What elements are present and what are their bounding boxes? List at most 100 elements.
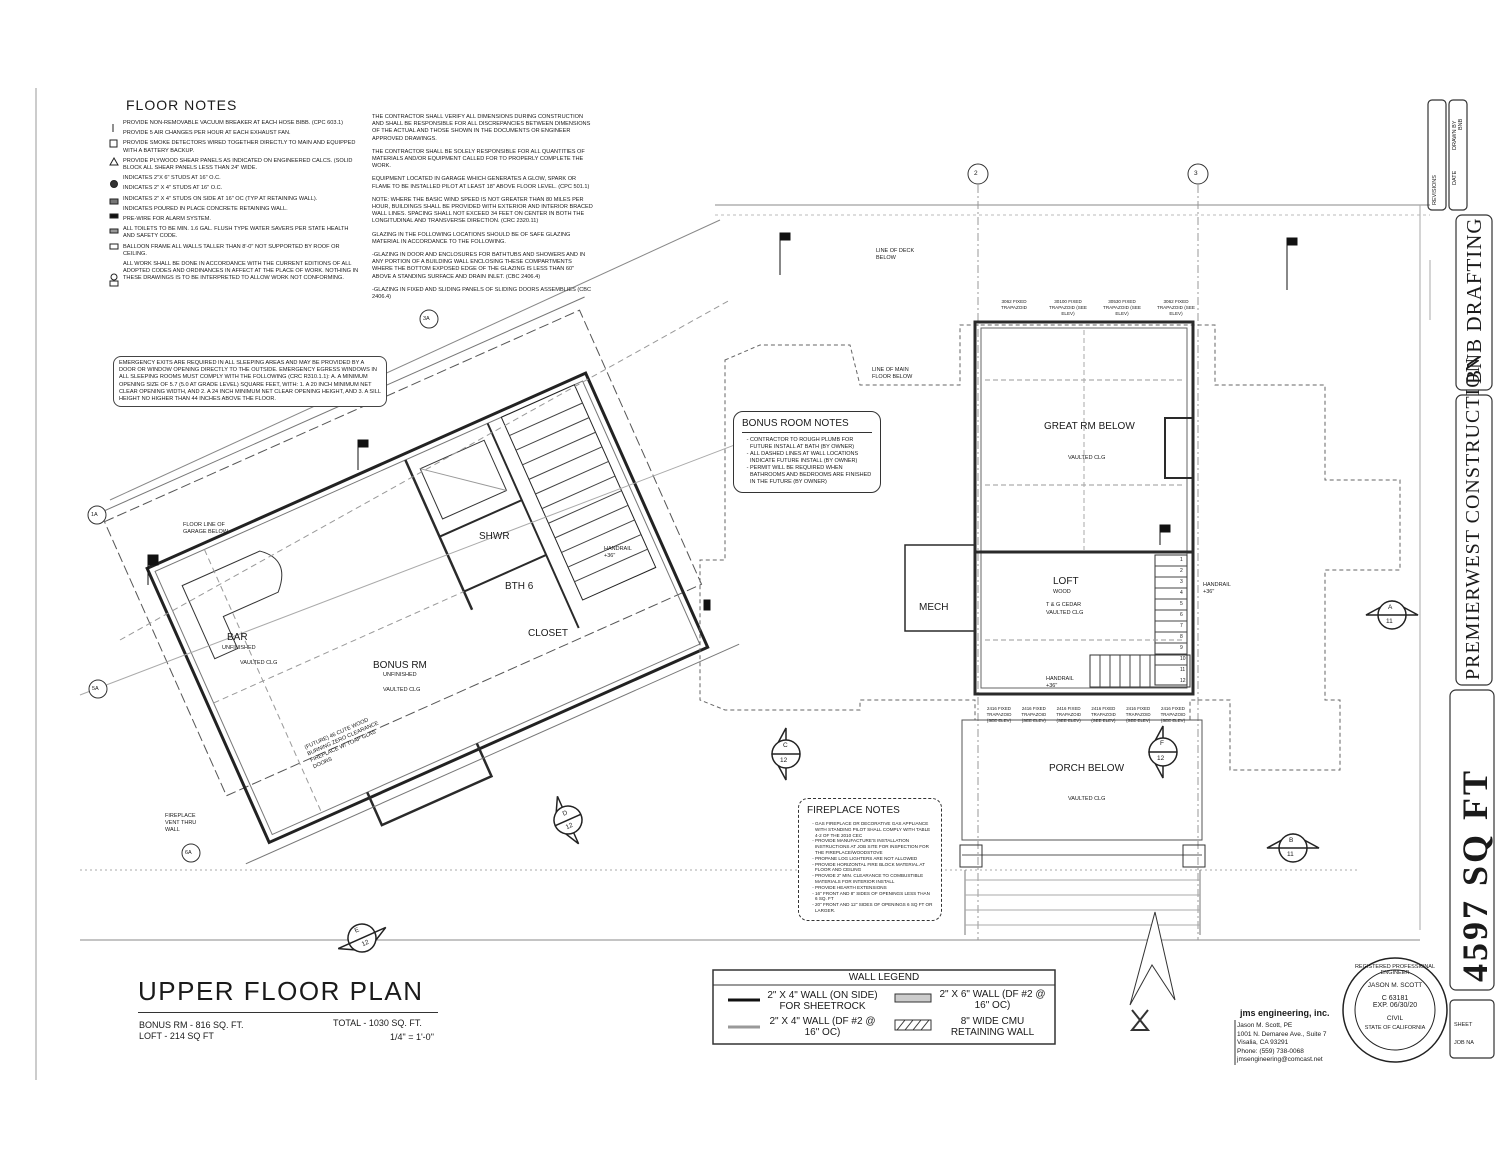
window-callout: 2416 FIXED TRAPAZOID (SEE ELEV) — [1021, 706, 1047, 723]
general-note: THE CONTRACTOR SHALL VERIFY ALL DIMENSIO… — [372, 114, 591, 142]
room-label-closet: CLOSET — [528, 628, 569, 639]
room-clg-bar: VAULTED CLG — [240, 660, 278, 666]
fireplace-note: PROVIDE 2" MIN. CLEARANCE TO COMBUSTIBLE… — [815, 873, 933, 885]
floor-note: PROVIDE NON-REMOVABLE VACUUM BREAKER AT … — [123, 120, 343, 126]
grid-bubble-label: 3 — [1194, 170, 1198, 177]
engineer-name: Jason M. Scott, PE — [1237, 1022, 1293, 1029]
floor-note: BALLOON FRAME ALL WALLS TALLER THAN 8'-0… — [123, 243, 340, 257]
fireplace-note: 20" FRONT AND 12" SIDES OF OPENINGS 6 SQ… — [815, 902, 933, 914]
wall-legend-title: WALL LEGEND — [848, 972, 920, 983]
stair-number: 8 — [1180, 634, 1183, 640]
stamp-exp: EXP. 06/30/20 — [1372, 1002, 1418, 1009]
annotation-handrail: HANDRAIL +36" — [604, 546, 632, 559]
stamp-discipline: CIVIL — [1386, 1015, 1404, 1022]
annotation-handrail: HANDRAIL +36" — [1203, 582, 1231, 595]
grid-bubble-label: 2 — [974, 170, 978, 177]
floor-note: INDICATES 2"X 6" STUDS AT 16" O.C. — [123, 175, 221, 182]
room-label-mech: MECH — [919, 602, 949, 613]
grid-bubble-label: 6A — [185, 850, 192, 856]
engineer-email: jmsengineering@comcast.net — [1237, 1056, 1323, 1063]
annotation-garage-line: FLOOR LINE OF GARAGE BELOW — [183, 522, 228, 535]
stair-number: 4 — [1180, 590, 1183, 596]
bonus-room-note: ALL DASHED LINES AT WALL LOCATIONS INDIC… — [750, 451, 872, 465]
room-label-bar: BAR — [227, 632, 248, 643]
fireplace-note: PROVIDE HORIZONTAL FIRE BLOCK MATERIAL A… — [815, 862, 933, 874]
room-label-porch: PORCH BELOW — [1049, 763, 1125, 774]
window-callout: 3062 FIXED TRAPAZOID — [1001, 299, 1027, 310]
grid-bubble-label: 1A — [91, 512, 98, 518]
area-total: TOTAL - 1030 SQ. FT. — [333, 1018, 422, 1028]
general-note: -GLAZING IN FIXED AND SLIDING PANELS OF … — [372, 286, 592, 301]
engineer-details: Jason M. Scott, PE 1001 N. Demaree Ave.,… — [1237, 1022, 1327, 1065]
room-clg-porch: VAULTED CLG — [1068, 796, 1106, 802]
general-note: -GLAZING IN DOOR AND ENCLOSURES FOR BATH… — [372, 252, 586, 280]
area-bonus: BONUS RM - 816 SQ. FT. — [139, 1020, 244, 1030]
stamp-state: STATE OF CALIFORNIA — [1364, 1025, 1426, 1031]
wall-legend-item: 2" X 4" WALL (ON SIDE) FOR SHEETROCK — [767, 990, 878, 1012]
window-callout: 2416 FIXED TRAPAZOID (SEE ELEV) — [1160, 706, 1186, 723]
side-job: JOB NA — [1454, 1040, 1474, 1046]
section-mark-letter: F — [1160, 740, 1164, 747]
fireplace-note: 16" FRONT AND 8" SIDES OF OPENINGS LESS … — [815, 891, 933, 903]
floor-note: PROVIDE SMOKE DETECTORS WIRED TOGETHER D… — [123, 140, 356, 154]
room-label-bth6: BTH 6 — [505, 581, 534, 592]
section-mark-sheet: 11 — [1287, 851, 1294, 858]
window-callout: 30100 FIXED TRAPAZOID (SEE ELEV) — [1049, 299, 1087, 316]
room-label-shwr: SHWR — [479, 531, 510, 542]
room-label-great: GREAT RM BELOW — [1044, 421, 1135, 432]
section-mark-sheet: 12 — [780, 757, 788, 764]
section-mark-letter: C — [783, 742, 788, 749]
floor-note: PRE-WIRE FOR ALARM SYSTEM. — [123, 216, 211, 223]
bonus-room-notes: BONUS ROOM NOTES CONTRACTOR TO ROUGH PLU… — [733, 411, 881, 493]
general-notes: THE CONTRACTOR SHALL VERIFY ALL DIMENSIO… — [372, 114, 594, 307]
stair-number: 9 — [1180, 645, 1183, 651]
window-callouts-bottom: 2416 FIXED TRAPAZOID (SEE ELEV) 2416 FIX… — [983, 706, 1189, 723]
annotation-handrail: HANDRAIL +36" — [1046, 676, 1074, 689]
annotation-deck-line: LINE OF DECK BELOW — [876, 248, 915, 261]
room-clg2-loft: VAULTED CLG — [1046, 610, 1084, 616]
side-revisions: REVISIONS — [1432, 175, 1438, 205]
plan-title: UPPER FLOOR PLAN — [138, 976, 424, 1006]
general-note: GLAZING IN THE FOLLOWING LOCATIONS SHOUL… — [372, 231, 571, 245]
side-drawn-value: BNB — [1458, 118, 1464, 130]
room-clg1-loft: T & G CEDAR — [1046, 602, 1082, 608]
engineer-firm: jms engineering, inc. — [1240, 1008, 1330, 1018]
window-callout: 2416 FIXED TRAPAZOID (SEE ELEV) — [1056, 706, 1081, 723]
stair-number: 6 — [1180, 612, 1183, 618]
side-sheet: SHEET — [1454, 1022, 1473, 1028]
fireplace-notes: FIREPLACE NOTES GAS FIREPLACE OR DECORAT… — [798, 798, 942, 921]
stair-number: 2 — [1180, 568, 1183, 574]
bonus-room-note: CONTRACTOR TO ROUGH PLUMB FOR FUTURE INS… — [750, 437, 872, 451]
window-callout: 3062 FIXED TRAPAZOID (SEE ELEV) — [1157, 299, 1195, 316]
annotation-main-floor-line: LINE OF MAIN FLOOR BELOW — [872, 367, 913, 380]
side-construction-title: PREMIERWEST CONSTRUCTION — [1462, 356, 1484, 680]
stamp-number: C 63181 — [1381, 995, 1409, 1002]
room-clg-great: VAULTED CLG — [1068, 455, 1106, 461]
room-sub-bonus: UNFINISHED — [383, 672, 417, 678]
floor-note: INDICATES 2" X 4" STUDS AT 16" O.C. — [123, 185, 223, 192]
stair-number: 5 — [1180, 601, 1183, 607]
floor-notes-list: PROVIDE NON-REMOVABLE VACUUM BREAKER AT … — [123, 120, 361, 286]
side-sqft: 4597 SQ FT — [1455, 767, 1495, 982]
fireplace-note: GAS FIREPLACE OR DECORATIVE GAS APPLIANC… — [815, 821, 933, 838]
room-sub-loft: WOOD — [1053, 589, 1071, 595]
general-note: THE CONTRACTOR SHALL BE SOLELY RESPONSIB… — [372, 148, 585, 170]
stair-number: 7 — [1180, 623, 1183, 629]
floor-note: PROVIDE PLYWOOD SHEAR PANELS AS INDICATE… — [123, 157, 353, 172]
floor-note: ALL WORK SHALL BE DONE IN ACCORDANCE WIT… — [123, 261, 359, 282]
stair-number: 3 — [1180, 579, 1183, 585]
plan-scale: 1/4" = 1'-0" — [390, 1032, 434, 1042]
stair-number: 1 — [1180, 557, 1183, 563]
wall-legend-item: 8" WIDE CMU RETAINING WALL — [950, 1016, 1035, 1038]
side-date: DATE — [1452, 170, 1458, 185]
window-callout: 2416 FIXED TRAPAZOID (SEE ELEV) — [986, 706, 1012, 723]
stair-number: 12 — [1180, 678, 1186, 684]
room-sub-bar: UNFINISHED — [222, 645, 256, 651]
floor-notes-title: FLOOR NOTES — [126, 97, 238, 113]
wall-legend-item: 2" X 4" WALL (DF #2 @ 16" OC) — [769, 1016, 876, 1038]
wall-legend-item: 2" X 6" WALL (DF #2 @ 16" OC) — [939, 989, 1046, 1011]
stamp-name: JASON M. SCOTT — [1367, 982, 1423, 989]
floor-note: INDICATES POURED IN PLACE CONCRETE RETAI… — [123, 205, 288, 212]
